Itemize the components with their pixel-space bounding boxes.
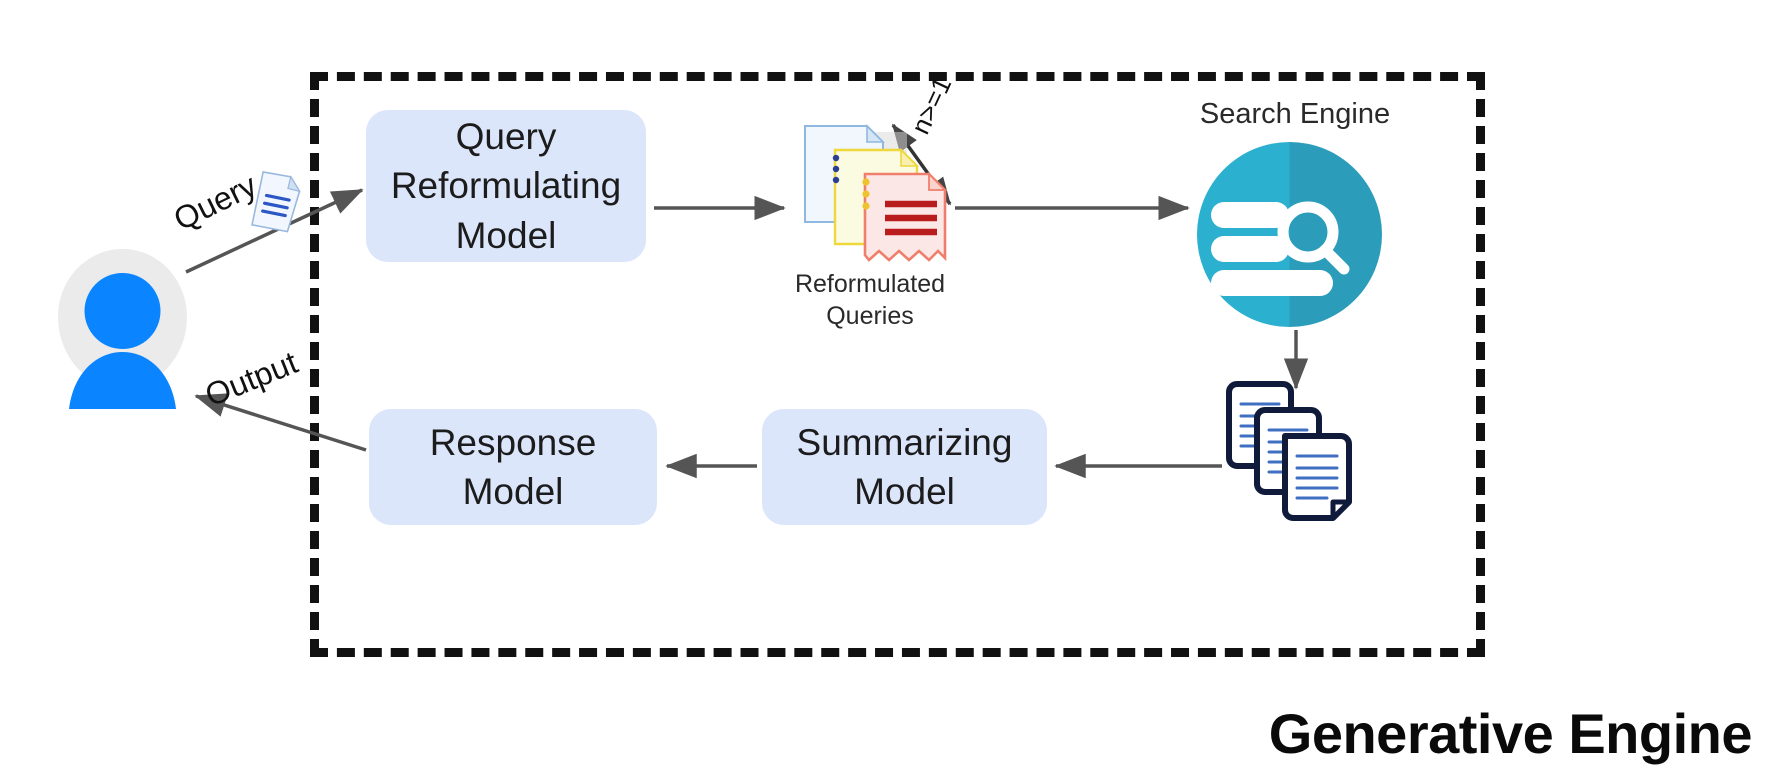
- query-reformulating-model-box[interactable]: Query Reformulating Model: [366, 110, 646, 262]
- query-reformulating-model-label: Query Reformulating Model: [391, 112, 621, 260]
- generative-engine-boundary: [310, 72, 1485, 657]
- label-line-1: Summarizing: [796, 421, 1013, 463]
- label-line-2: Model: [854, 471, 955, 512]
- response-model-label: Response Model: [430, 418, 597, 516]
- label-line-2: Reformulating: [390, 165, 622, 207]
- reformulated-queries-icon: [795, 118, 955, 268]
- page-title: Generative Engine: [1268, 702, 1753, 765]
- summarizing-model-label: Summarizing Model: [797, 418, 1013, 516]
- search-engine-icon: [1197, 142, 1382, 327]
- label-line-1: Response: [429, 421, 597, 463]
- caption-reformulated-queries: Reformulated Queries: [794, 270, 946, 330]
- edge-label-output: Output: [200, 344, 303, 414]
- label-line-2: Model: [462, 471, 564, 512]
- summarizing-model-box[interactable]: Summarizing Model: [762, 409, 1047, 525]
- user-avatar: [50, 249, 195, 409]
- query-document-icon: [251, 171, 301, 234]
- retrieved-documents-icon: [1223, 378, 1368, 528]
- label-line-1: Query: [455, 116, 557, 158]
- caption-search-engine: Search Engine: [1199, 98, 1391, 130]
- response-model-box[interactable]: Response Model: [369, 409, 657, 525]
- user-avatar-icon: [58, 249, 187, 409]
- label-line-3: Model: [455, 214, 557, 256]
